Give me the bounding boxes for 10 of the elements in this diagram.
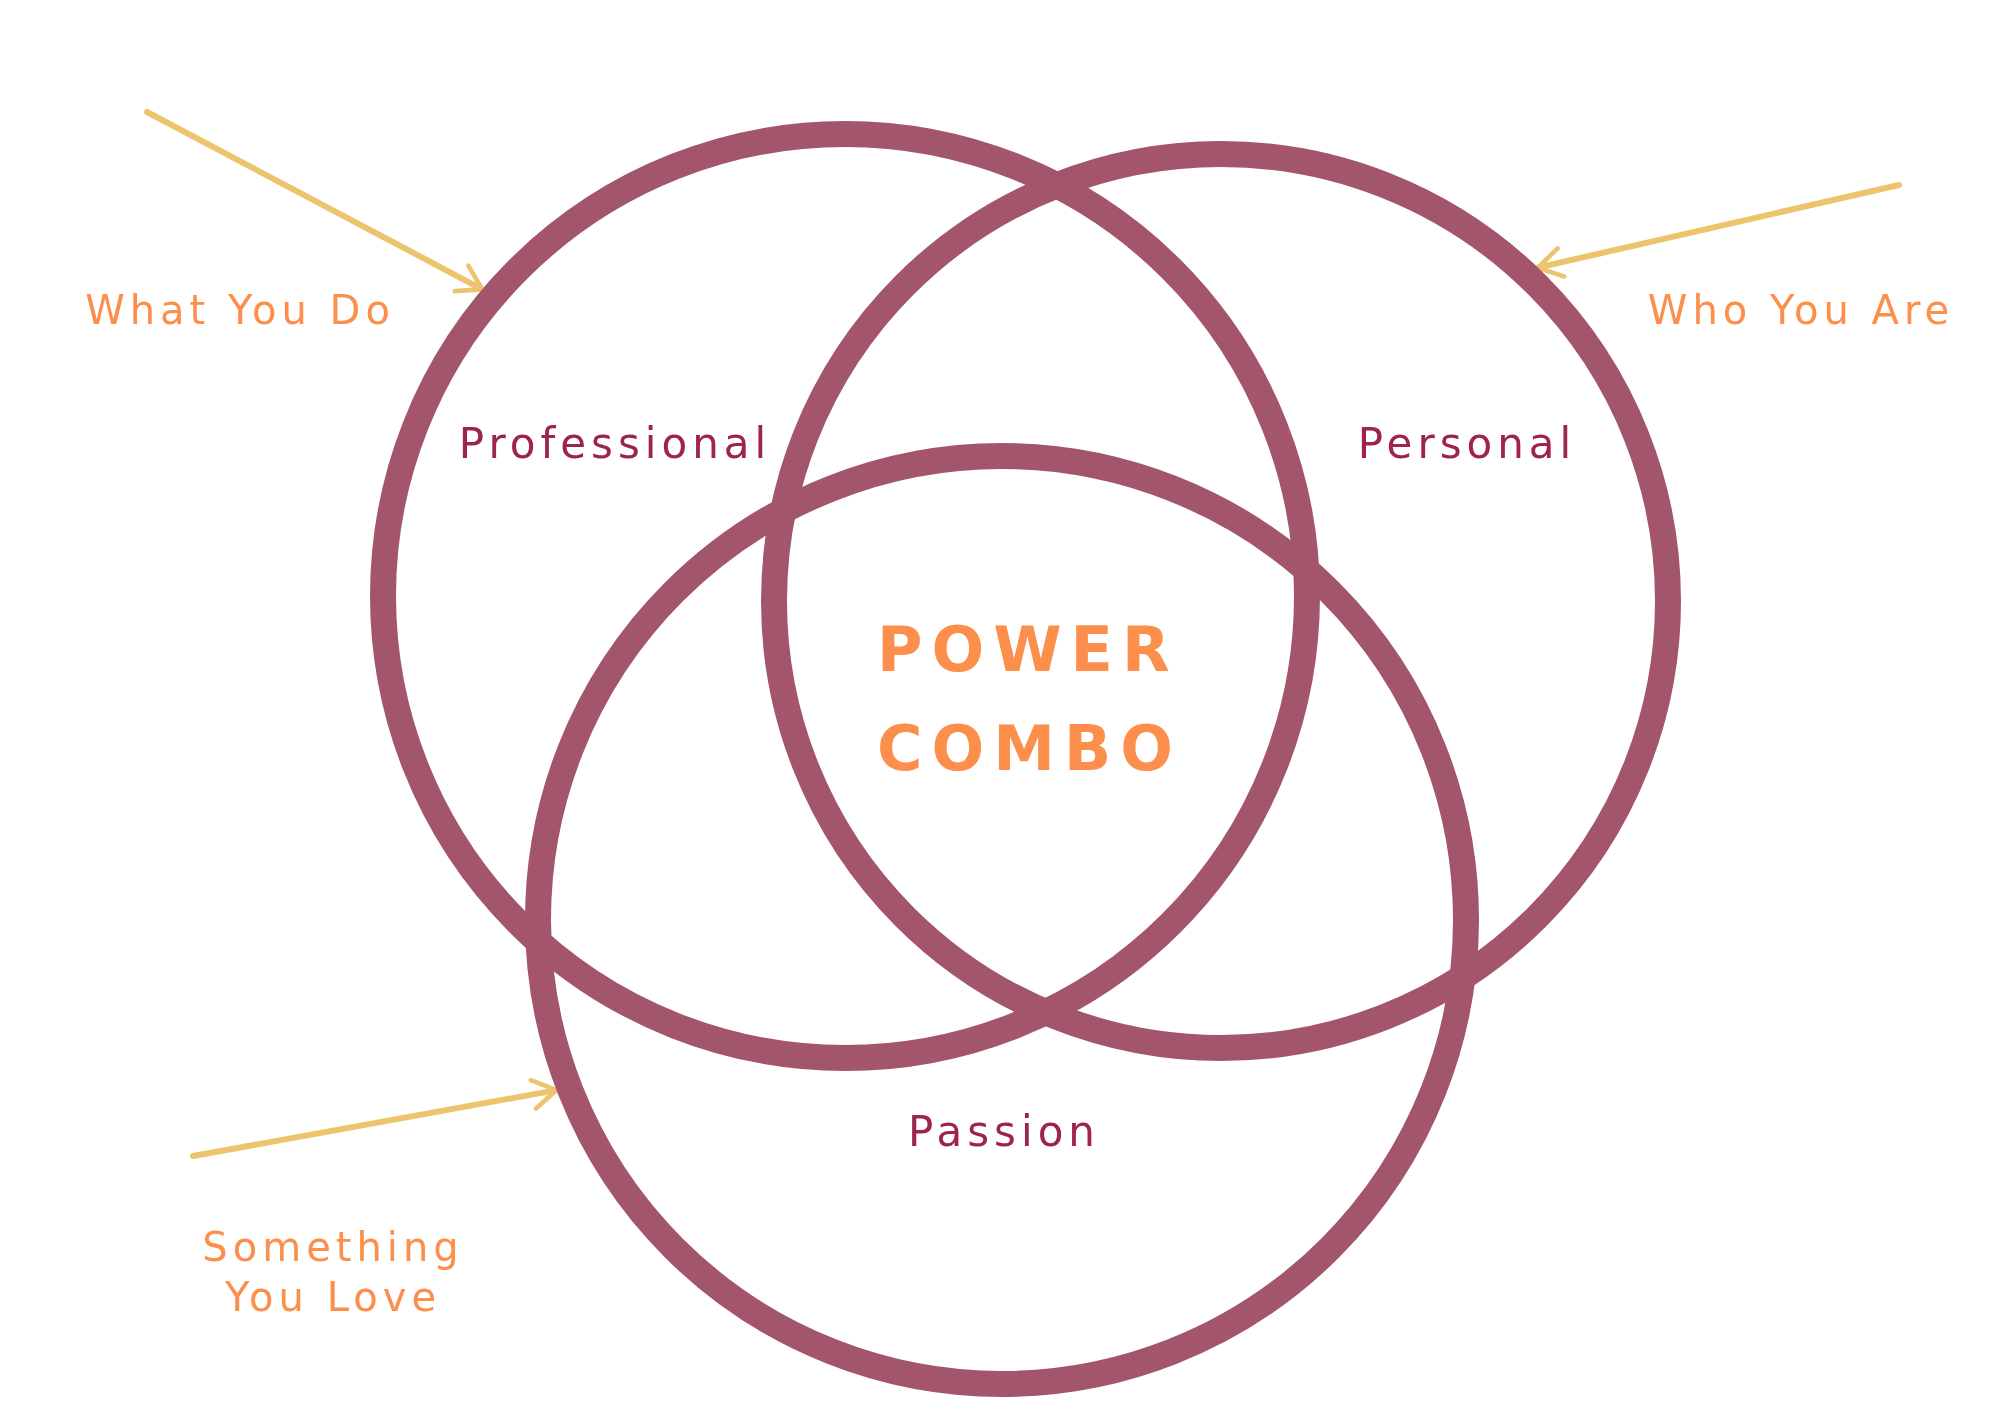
circle-label: Personal	[1357, 418, 1577, 468]
circle-label: Professional	[458, 418, 772, 468]
arrow	[1534, 182, 1902, 279]
center-label: POWER COMBO	[877, 611, 1177, 787]
category-label: Something You Love	[183, 1222, 483, 1322]
category-label: What You Do	[50, 285, 430, 335]
arrow	[144, 109, 486, 294]
category-label: Who You Are	[1611, 285, 1991, 335]
arrow	[190, 1077, 560, 1159]
circle-label: Passion	[908, 1106, 1100, 1156]
